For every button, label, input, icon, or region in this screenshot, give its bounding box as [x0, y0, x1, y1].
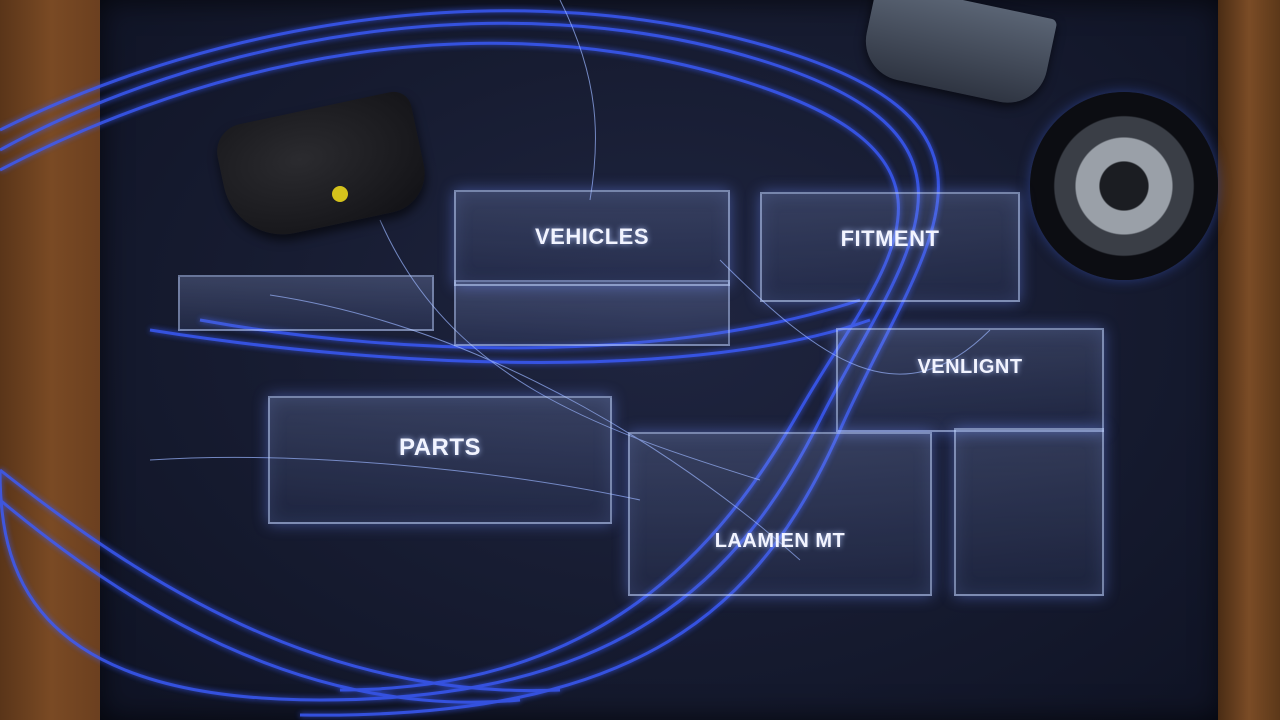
panel-blank [954, 428, 1104, 596]
panel-venlignt: VENLIGNT [836, 328, 1104, 432]
panel-fitment-label: FITMENT [840, 226, 940, 251]
panel-parts-label: PARTS [398, 434, 482, 461]
panel-venlignt-label: VENLIGNT [917, 356, 1023, 378]
panel-vehicles: VEHICLES [454, 190, 730, 286]
shelf-vehicles-base [454, 280, 730, 346]
oil-filter [1030, 92, 1218, 280]
shelf-left [178, 275, 434, 331]
panel-laamien-label: LAAMIEN MT [714, 530, 846, 552]
panel-fitment: FITMENT [760, 192, 1020, 302]
brake-pad-wear-indicator [332, 186, 348, 202]
panel-laamien: LAAMIEN MT [628, 432, 932, 596]
wood-table-edge [1218, 0, 1280, 720]
panel-vehicles-label: VEHICLES [534, 224, 650, 249]
panel-parts: PARTS [268, 396, 612, 524]
